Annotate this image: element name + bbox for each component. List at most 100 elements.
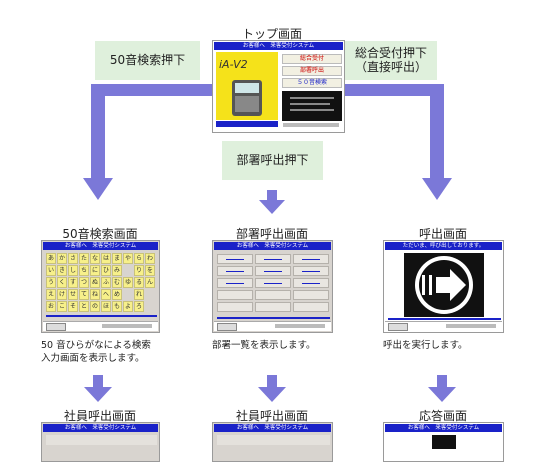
kana-key: む (112, 277, 122, 288)
kana-key: ち (79, 265, 89, 276)
kana-key: そ (68, 301, 78, 312)
kana-key: す (68, 277, 78, 288)
department-button (217, 254, 253, 264)
kana-key: け (57, 289, 67, 300)
kana-key: ね (90, 289, 100, 300)
department-screen-title: 部署呼出画面 (235, 227, 308, 241)
arrow-kana-to-employee (84, 375, 112, 402)
response-screen-header: お客様へ 来客受付システム (385, 424, 502, 432)
kana-screen-header: お客様へ 来客受付システム (43, 242, 158, 250)
call-screen-title: 呼出画面 (418, 227, 467, 241)
company-logo (275, 324, 325, 328)
kana-key: え (46, 289, 56, 300)
kana-key: ま (112, 253, 122, 264)
kana-key: に (90, 265, 100, 276)
action-kana-search: 50音検索押下 (95, 41, 200, 80)
department-button (217, 302, 253, 312)
department-button-grid (217, 254, 330, 314)
arrow-to-call (345, 84, 452, 200)
department-button (293, 278, 329, 288)
menu-button-department: 部署呼出 (282, 66, 342, 76)
arrow-to-department (259, 190, 285, 214)
company-logo (283, 123, 339, 127)
kana-key: た (79, 253, 89, 264)
kana-key-grid: あかさたなはまやらわいきしちにひみりをうくすつぬふむゆるんえけせてねへめれおこそ… (46, 253, 157, 313)
call-screen-description: 呼出を実行します。 (383, 340, 468, 351)
employee-screen-title-1: 社員呼出画面 (63, 409, 136, 423)
kana-key: ぬ (90, 277, 100, 288)
menu-button-general: 総合受付 (282, 54, 342, 64)
department-button (255, 278, 291, 288)
kana-key: と (79, 301, 89, 312)
menu-button-kana: ５０音検索 (282, 78, 342, 88)
arrow-call-to-response (428, 375, 456, 402)
action-department-call: 部署呼出押下 (222, 141, 323, 180)
kana-key: れ (134, 289, 144, 300)
kana-key: あ (46, 253, 56, 264)
top-screen-title: トップ画面 (241, 27, 302, 41)
company-logo (446, 324, 496, 328)
arrow-to-kana (83, 84, 212, 200)
kana-key: ひ (101, 265, 111, 276)
kana-key: し (68, 265, 78, 276)
kana-key: ふ (101, 277, 111, 288)
action-general-reception: 総合受付押下 （直接呼出） (345, 41, 437, 80)
kana-key: な (90, 253, 100, 264)
calling-arrow-icon (404, 253, 484, 317)
department-button (293, 302, 329, 312)
company-logo (102, 324, 152, 328)
kana-key: う (46, 277, 56, 288)
kana-key: こ (57, 301, 67, 312)
employee-screen-thumbnail-2: お客様へ 来客受付システム (212, 422, 333, 462)
department-info-bar (217, 317, 330, 319)
department-button (293, 290, 329, 300)
department-button (293, 266, 329, 276)
kana-key: ん (145, 277, 155, 288)
top-screen-header: お客様へ 来客受付システム (214, 42, 343, 50)
department-button (255, 254, 291, 264)
department-screen-footer (214, 321, 331, 331)
kana-key: か (57, 253, 67, 264)
kana-key: ろ (134, 301, 144, 312)
department-button (217, 290, 253, 300)
employee-screen-title-2: 社員呼出画面 (235, 409, 308, 423)
department-button (217, 278, 253, 288)
top-screen-thumbnail: お客様へ 来客受付システム iA-V2 総合受付 部署呼出 ５０音検索 (212, 40, 345, 133)
notice-panel (282, 91, 342, 121)
kana-key: て (79, 289, 89, 300)
employee-screen-header-1: お客様へ 来客受付システム (43, 424, 158, 432)
kana-key: を (145, 265, 155, 276)
kana-key: よ (123, 301, 133, 312)
call-info-bar (388, 318, 501, 320)
department-screen-header: お客様へ 来客受付システム (214, 242, 331, 250)
call-screen-header: ただいま、呼び出しております。 (385, 242, 502, 250)
kana-screen-thumbnail: お客様へ 来客受付システム あかさたなはまやらわいきしちにひみりをうくすつぬふむ… (41, 240, 160, 333)
response-screen-thumbnail: お客様へ 来客受付システム (383, 422, 504, 462)
back-button-icon (388, 323, 408, 331)
department-button (293, 254, 329, 264)
kana-key: も (112, 301, 122, 312)
kana-key: く (57, 277, 67, 288)
kana-key: せ (68, 289, 78, 300)
kana-screen-footer (43, 321, 158, 331)
department-screen-thumbnail: お客様へ 来客受付システム (212, 240, 333, 333)
kana-screen-title: 50音検索画面 (62, 227, 138, 241)
kana-key: ゆ (123, 277, 133, 288)
phone-caption-bar (216, 121, 278, 127)
kana-key: へ (101, 289, 111, 300)
kana-key: さ (68, 253, 78, 264)
department-button (255, 266, 291, 276)
kana-key: や (123, 253, 133, 264)
phone-icon (232, 80, 262, 116)
employee-screen-header-2: お客様へ 来客受付システム (214, 424, 331, 432)
kana-key: は (101, 253, 111, 264)
kana-key: み (112, 265, 122, 276)
call-screen-thumbnail: ただいま、呼び出しております。 (383, 240, 504, 333)
response-screen-title: 応答画面 (418, 409, 467, 423)
back-button-icon (46, 323, 66, 331)
kana-key: お (46, 301, 56, 312)
kana-key: つ (79, 277, 89, 288)
kana-key: き (57, 265, 67, 276)
department-button (255, 290, 291, 300)
back-button-icon (217, 323, 237, 331)
